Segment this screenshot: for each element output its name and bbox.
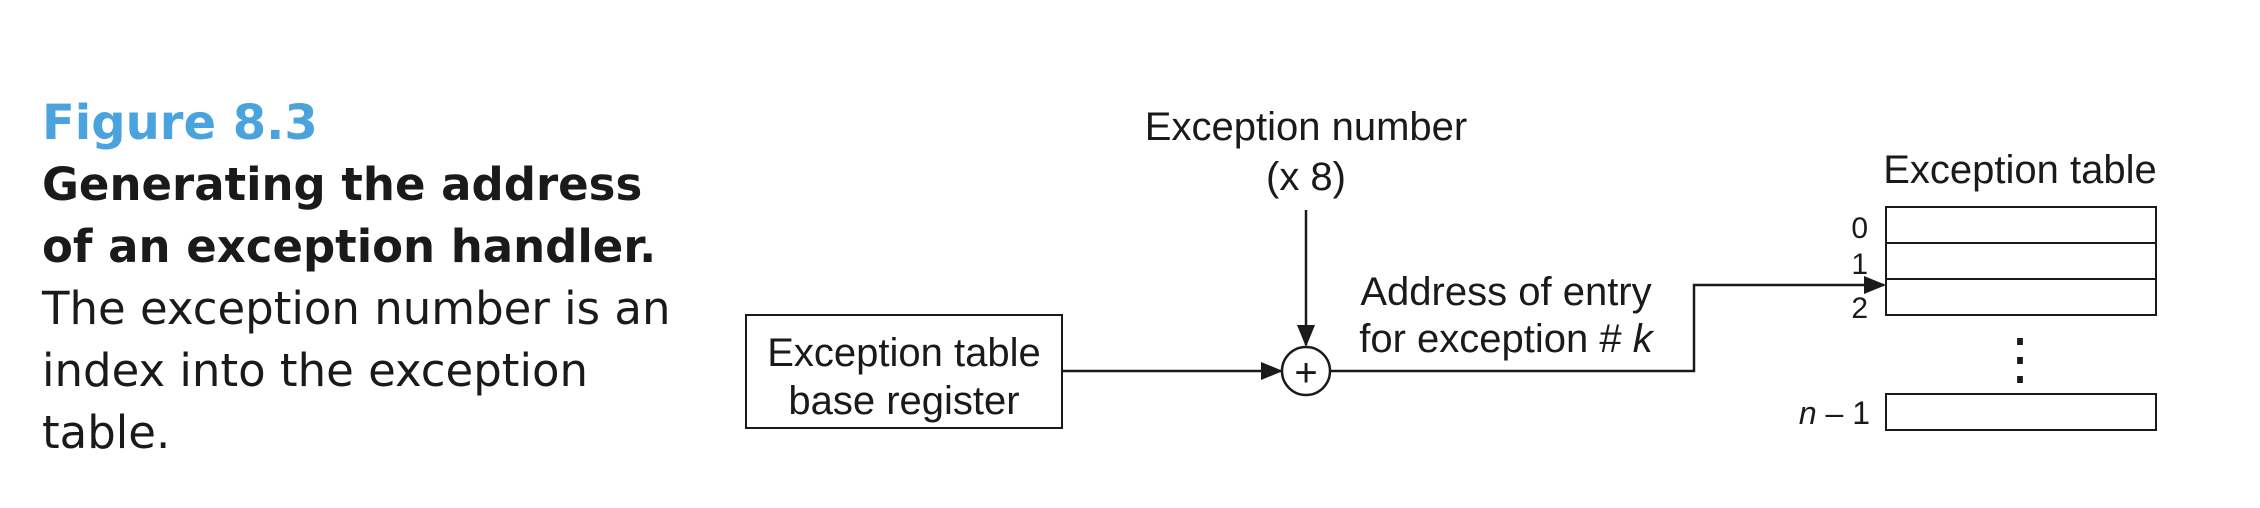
figure-caption: Figure 8.3 Generating the address of an … xyxy=(42,92,682,464)
row-index-last-variable: n xyxy=(1799,395,1817,431)
exception-table-title: Exception table xyxy=(1883,148,2157,192)
figure-label: Figure 8.3 xyxy=(42,95,318,151)
exception-table-row-1 xyxy=(1885,242,2157,280)
base-register-label-line1: Exception table xyxy=(767,331,1041,375)
adder-plus-symbol: + xyxy=(1294,351,1317,395)
row-index-1: 1 xyxy=(1851,248,1868,281)
row-index-0: 0 xyxy=(1851,212,1868,245)
exception-number-multiplier: (x 8) xyxy=(1266,155,1346,199)
address-arrow xyxy=(1330,276,1886,373)
address-of-entry-label: Address of entry xyxy=(1360,270,1651,314)
exception-table-row-2 xyxy=(1885,278,2157,316)
exception-number-label: Exception number xyxy=(1145,105,1467,149)
exception-table-row-last xyxy=(1885,393,2157,431)
address-for-exception-label: for exception # k xyxy=(1359,317,1655,361)
address-variable-k: k xyxy=(1633,317,1655,361)
row-index-last: n – 1 xyxy=(1799,395,1870,431)
row-index-2: 2 xyxy=(1851,292,1868,325)
figure-title: Generating the address of an exception h… xyxy=(42,158,657,273)
figure-description: The exception number is an index into th… xyxy=(42,282,671,459)
row-index-last-suffix: – 1 xyxy=(1817,395,1870,431)
table-ellipsis: ⋮ xyxy=(1992,327,2048,390)
address-for-exception-prefix: for exception # xyxy=(1359,317,1633,361)
base-register-label-line2: base register xyxy=(788,379,1019,423)
exception-table-row-0 xyxy=(1885,206,2157,244)
